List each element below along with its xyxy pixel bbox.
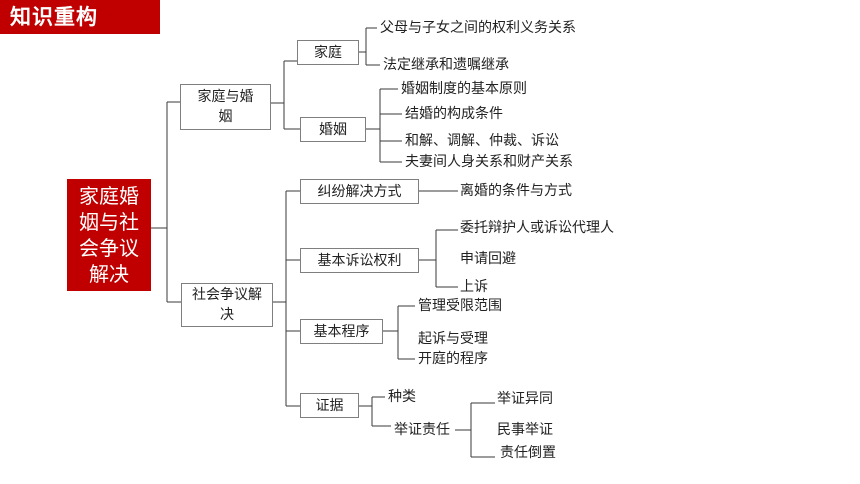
node-litigation-rights-label: 基本诉讼权利 <box>317 252 402 269</box>
node-social-dispute-label: 社会争议解决 <box>192 287 262 323</box>
leaf-parent-child-rights: 父母与子女之间的权利义务关系 <box>380 20 576 36</box>
node-dispute-method: 纠纷解决方式 <box>300 179 419 204</box>
leaf-spouse-relations: 夫妻间人身关系和财产关系 <box>405 154 573 170</box>
leaf-jurisdiction: 管理受限范围 <box>418 298 502 314</box>
leaf-filing: 起诉与受理 <box>418 331 488 347</box>
node-home: 家庭 <box>297 40 359 65</box>
section-banner: 知识重构 <box>0 0 160 34</box>
leaf-resolution-methods: 和解、调解、仲裁、诉讼 <box>405 133 559 149</box>
node-litigation-rights: 基本诉讼权利 <box>300 248 419 273</box>
node-basic-procedure-label: 基本程序 <box>313 323 370 340</box>
node-home-label: 家庭 <box>314 44 342 61</box>
node-family-marriage: 家庭与婚姻 <box>180 84 271 130</box>
leaf-evidence-kind: 种类 <box>388 389 416 405</box>
leaf-burden-reversal: 责任倒置 <box>500 445 556 461</box>
leaf-agent: 委托辩护人或诉讼代理人 <box>460 220 614 236</box>
node-marriage: 婚姻 <box>300 117 366 142</box>
leaf-inheritance: 法定继承和遗嘱继承 <box>383 57 509 73</box>
leaf-appeal: 上诉 <box>460 279 488 295</box>
node-dispute-method-label: 纠纷解决方式 <box>317 183 402 200</box>
node-evidence: 证据 <box>300 393 359 418</box>
leaf-burden-of-proof: 举证责任 <box>394 422 450 438</box>
node-evidence-label: 证据 <box>315 397 344 414</box>
node-basic-procedure: 基本程序 <box>300 319 383 344</box>
leaf-marriage-conditions: 结婚的构成条件 <box>405 106 503 122</box>
leaf-trial: 开庭的程序 <box>418 351 488 367</box>
root-node: 家庭婚姻与社会争议解决 <box>67 179 151 291</box>
leaf-marriage-principles: 婚姻制度的基本原则 <box>401 81 527 97</box>
leaf-civil-proof: 民事举证 <box>497 422 553 438</box>
node-family-marriage-label: 家庭与婚姻 <box>197 89 254 125</box>
node-marriage-label: 婚姻 <box>319 121 347 138</box>
leaf-recusal: 申请回避 <box>460 251 516 267</box>
leaf-proof-difference: 举证异同 <box>497 391 553 407</box>
node-social-dispute: 社会争议解决 <box>181 283 273 327</box>
leaf-divorce: 离婚的条件与方式 <box>460 183 572 199</box>
root-label: 家庭婚姻与社会争议解决 <box>79 184 139 286</box>
